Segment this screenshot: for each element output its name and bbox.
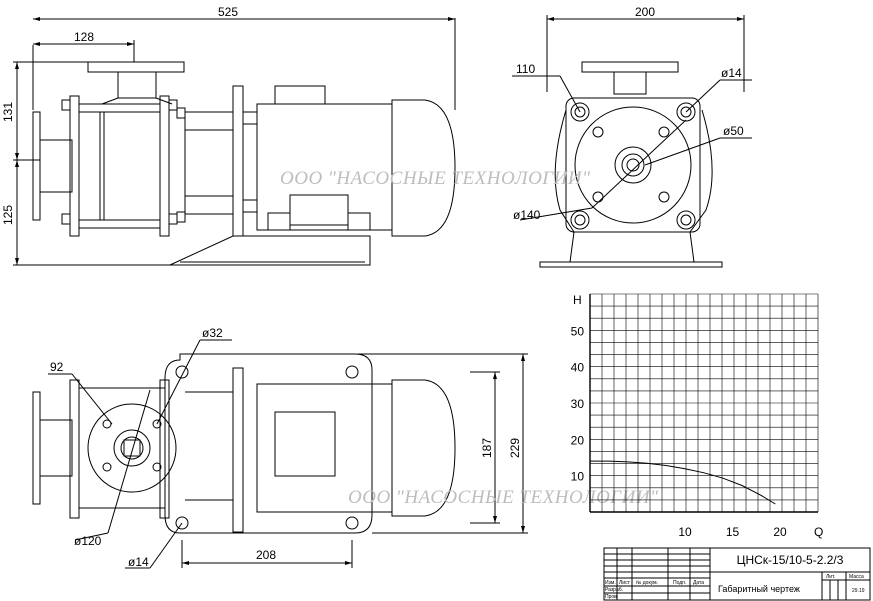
chart-x-tick-label: 20 [773, 525, 787, 539]
tb-header-lit: Лит. [826, 574, 835, 580]
tb-col-izm: Изм. [605, 580, 616, 586]
tb-document-name: Габаритный чертеж [718, 584, 800, 594]
dim-total-length: 525 [218, 5, 238, 19]
tb-mass-value: 29.19 [852, 588, 865, 594]
tb-col-doc-no: № докум. [636, 580, 658, 586]
tb-row-checked: Пров. [605, 594, 618, 600]
dim-inner-bolt: ø32 [202, 326, 223, 340]
chart-grid [589, 293, 819, 513]
chart-series [590, 460, 776, 505]
plan-view [32, 339, 528, 569]
title-block [603, 547, 871, 601]
dim-bolt-hole: ø14 [721, 66, 742, 80]
dim-plan-offset: 92 [50, 360, 64, 374]
dim-plan-flange: ø120 [74, 534, 102, 548]
dim-mount-hole: ø14 [128, 555, 149, 569]
dim-flange-offset: 128 [74, 30, 94, 44]
tb-designation: ЦНСк-15/10-5-2.2/3 [737, 553, 844, 567]
dim-inner-width: 187 [480, 438, 494, 458]
chart-x-tick-label: 10 [678, 525, 692, 539]
tb-col-date: Дата [693, 580, 704, 586]
chart-ticks: 10 20 30 40 50 10 15 20 [571, 324, 787, 539]
chart-y-tick-label: 30 [571, 397, 585, 411]
dim-total-width: 229 [508, 438, 522, 458]
dim-height-upper: 131 [1, 102, 15, 122]
chart-ylabel: H [573, 293, 582, 307]
dim-flange-diameter: ø140 [513, 208, 541, 222]
tb-col-sign: Подп. [673, 580, 686, 586]
tb-col-list: Лист [619, 580, 631, 586]
tb-header-mass: Масса [849, 574, 864, 580]
chart-y-tick-label: 40 [571, 361, 585, 375]
chart-y-tick-label: 10 [571, 470, 585, 484]
watermark-top: ООО "НАСОСНЫЕ ТЕХНОЛОГИИ" [280, 168, 591, 189]
dim-port-diameter: ø50 [723, 124, 744, 138]
chart-x-tick-label: 15 [726, 525, 740, 539]
side-view [512, 15, 752, 268]
dim-side-width: 200 [635, 5, 655, 19]
dim-bolt-spacing: 110 [516, 62, 535, 76]
tb-row-developed: Разраб. [605, 587, 623, 593]
chart-y-tick-label: 50 [571, 324, 585, 338]
dim-height-lower: 125 [1, 205, 15, 225]
performance-chart: 10 20 30 40 50 10 15 20 H Q [571, 293, 824, 539]
chart-y-tick-label: 20 [571, 433, 585, 447]
chart-series-line [590, 460, 776, 505]
dim-mount-spacing: 208 [256, 548, 276, 562]
chart-xlabel: Q [814, 525, 823, 539]
watermark-bottom: ООО "НАСОСНЫЕ ТЕХНОЛОГИИ" [348, 487, 659, 508]
front-view [13, 17, 456, 266]
